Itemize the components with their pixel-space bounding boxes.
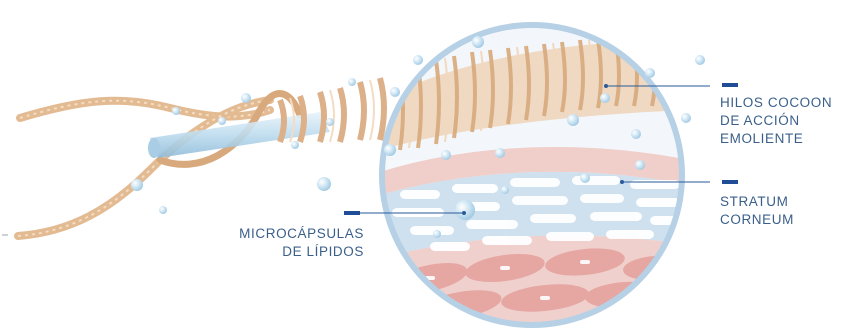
label-line: HILOS COCOON <box>720 94 832 112</box>
cocoon-fiber <box>18 78 384 236</box>
label-line: STRATUM <box>720 193 794 211</box>
label-stratum-corneum: STRATUM CORNEUM <box>720 193 794 229</box>
label-line: DE ACCIÓN <box>720 112 832 130</box>
label-microcapsulas: MICROCÁPSULAS DE LÍPIDOS <box>222 225 364 261</box>
label-line: MICROCÁPSULAS <box>222 225 364 243</box>
label-hilos-cocoon: HILOS COCOON DE ACCIÓN EMOLIENTE <box>720 94 832 148</box>
label-line: CORNEUM <box>720 211 794 229</box>
label-line: EMOLIENTE <box>720 130 832 148</box>
magnifier-circle <box>360 20 690 330</box>
label-line: DE LÍPIDOS <box>222 243 364 261</box>
